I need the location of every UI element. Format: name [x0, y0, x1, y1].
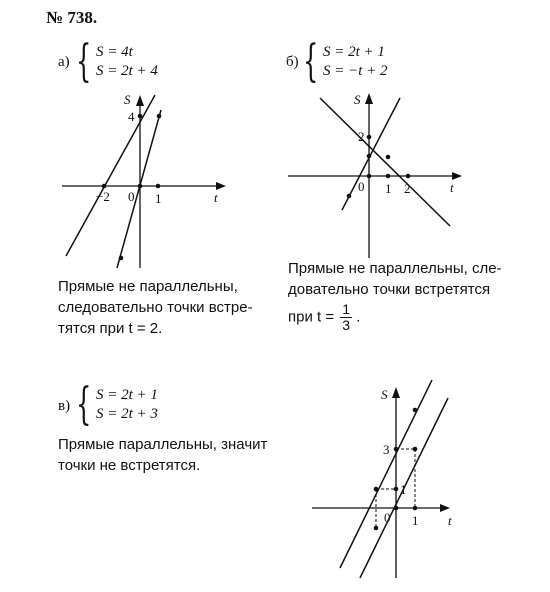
graph-c-tick-1: 1 — [400, 482, 407, 497]
fraction-denominator: 3 — [342, 317, 351, 333]
part-c-text: Прямые параллельны, значит точки не встр… — [58, 434, 298, 476]
arrow-up-icon — [365, 93, 373, 104]
part-b-text-line: Прямые не параллельны, сле- — [288, 260, 502, 277]
problem-number: № 738. — [46, 8, 98, 27]
graph-b-tick-2: 2 — [358, 129, 365, 144]
graph-c-tick-3: 3 — [383, 442, 390, 457]
graph-c-point — [393, 446, 399, 452]
graph-c-s-label: S — [381, 387, 388, 402]
graph-c-line-1 — [339, 379, 433, 569]
part-b-text-line-3: при t = 1 3 . — [288, 301, 361, 333]
graph-c-point — [412, 407, 418, 413]
graph-b-point — [366, 173, 372, 179]
brace-icon: { — [76, 379, 92, 430]
fraction: 1 3 — [340, 301, 353, 333]
graph-c-point — [393, 486, 399, 492]
graph-c-line-2 — [359, 397, 449, 579]
graph-a-point — [137, 183, 143, 189]
arrow-right-icon — [440, 504, 450, 512]
arrow-up-icon — [392, 387, 400, 398]
graph-b-t-label: t — [450, 180, 454, 195]
part-c-eq1: S = 2t + 1 — [96, 387, 158, 403]
graph-b-tick-t2: 2 — [404, 181, 411, 196]
graph-b-point — [346, 193, 352, 199]
graph-a-point — [137, 113, 143, 119]
graph-a-t-label: t — [214, 190, 218, 205]
arrow-up-icon — [136, 95, 144, 106]
part-a-text-line: следовательно точки встре- — [58, 299, 253, 316]
graph-b-point — [366, 153, 372, 159]
graph-b-line-2 — [319, 97, 451, 227]
graph-a-point — [118, 255, 124, 261]
part-b-text-line: довательно точки встретятся — [288, 281, 491, 298]
graph-b-point — [385, 154, 391, 160]
fraction-numerator: 1 — [340, 301, 353, 318]
graph-c-t-label: t — [448, 513, 452, 528]
graph-c-point — [412, 505, 418, 511]
graph-a-point — [101, 183, 107, 189]
part-a-text: Прямые не параллельны, следовательно точ… — [58, 276, 278, 339]
graph-b-point — [405, 173, 411, 179]
graph-b-point — [385, 173, 391, 179]
graph-b-tick-1: 1 — [385, 181, 392, 196]
part-b-label: б) — [286, 54, 299, 70]
arrow-right-icon — [216, 182, 226, 190]
graph-c-point — [393, 505, 399, 511]
part-c-system: { S = 2t + 1 S = 2t + 3 — [76, 379, 158, 430]
graph-c-point — [412, 446, 418, 452]
graph-a-tick-1: 1 — [155, 191, 162, 206]
graph-c-tick-0: 0 — [384, 510, 391, 525]
graph-b-s-label: S — [354, 92, 361, 107]
part-b-eq1: S = 2t + 1 — [323, 44, 385, 60]
graph-b-line-1 — [341, 97, 401, 211]
graph-a-tick-0: 0 — [128, 189, 135, 204]
part-c-text-line: Прямые параллельны, значит — [58, 436, 268, 453]
part-a-text-line: Прямые не параллельны, — [58, 278, 238, 295]
part-c-eq2: S = 2t + 3 — [96, 406, 158, 422]
part-b-text: Прямые не параллельны, сле- довательно т… — [288, 258, 528, 333]
graph-b-point — [366, 134, 372, 140]
part-a-system: { S = 4t S = 2t + 4 — [76, 36, 158, 87]
brace-icon: { — [76, 36, 92, 87]
part-a-label: а) — [58, 54, 70, 70]
brace-icon: { — [303, 36, 319, 87]
graph-a-s-label: S — [124, 92, 131, 107]
graph-a-point — [156, 113, 162, 119]
part-c-label: в) — [58, 398, 71, 414]
graph-a-point — [155, 183, 161, 189]
part-a-text-line: тятся при t = 2. — [58, 320, 163, 337]
graph-a-line-1 — [65, 94, 156, 257]
graph-a-tick-m2: −2 — [96, 189, 110, 204]
part-b-eq2: S = −t + 2 — [323, 63, 388, 79]
part-a-eq2: S = 2t + 4 — [96, 63, 158, 79]
graph-c-tick-t1: 1 — [412, 513, 419, 528]
part-a-eq1: S = 4t — [96, 44, 133, 60]
graph-c-point — [373, 525, 379, 531]
graph-a-line-2 — [116, 109, 162, 269]
graph-c-point — [373, 486, 379, 492]
graph-b-tick-0: 0 — [358, 179, 365, 194]
graph-a-tick-4: 4 — [128, 109, 135, 124]
part-c-text-line: точки не встретятся. — [58, 457, 201, 474]
part-b-system: { S = 2t + 1 S = −t + 2 — [303, 36, 388, 87]
arrow-right-icon — [452, 172, 462, 180]
